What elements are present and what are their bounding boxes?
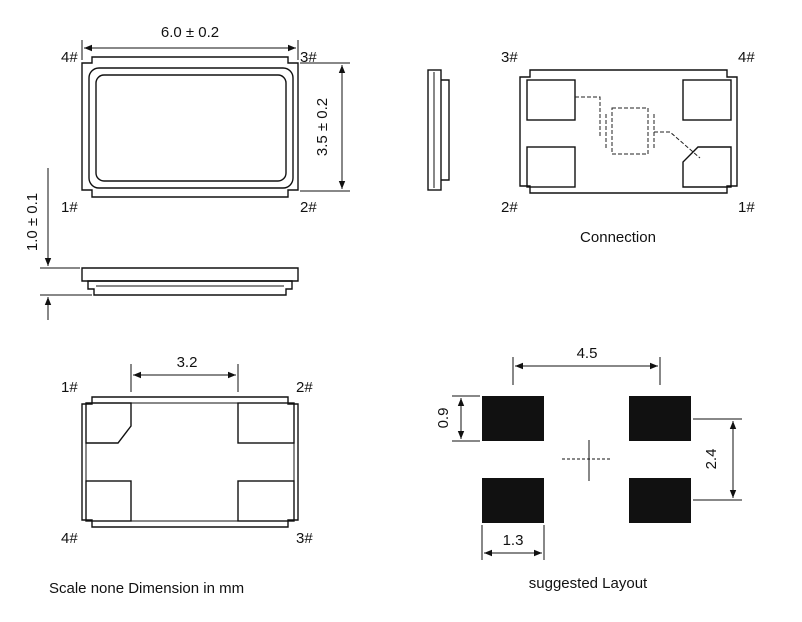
side-view-base [87, 280, 293, 296]
layout-pad-top-right [629, 396, 691, 441]
bottom-pad-3 [237, 480, 295, 522]
side-profile-base [441, 79, 450, 181]
conn-trace-left [575, 96, 601, 137]
pad-spacing-dim-label: 3.2 [177, 354, 198, 371]
pitch-y-dim-label: 2.4 [703, 449, 720, 470]
bottom-pin-4: 4# [61, 530, 78, 547]
connection-view: 3# 4# 2# 1# Connection [501, 49, 755, 246]
top-view-body-outline [81, 56, 299, 198]
suggested-layout: 4.5 0.9 2.4 1.3 suggested Layout [435, 345, 742, 592]
bottom-view: 3.2 1# 2# 4# 3# [61, 354, 313, 547]
layout-pad-bottom-right [629, 478, 691, 523]
height-dim-label: 3.5 ± 0.2 [314, 98, 331, 156]
conn-pin-1: 1# [738, 199, 755, 216]
side-view: 1.0 ± 0.1 [24, 168, 299, 320]
bottom-pin-2: 2# [296, 379, 313, 396]
conn-pin-4: 4# [738, 49, 755, 66]
connection-caption: Connection [580, 229, 656, 246]
conn-trace-right [654, 131, 701, 159]
side-view-lid [81, 267, 299, 282]
layout-caption: suggested Layout [529, 575, 648, 592]
conn-pad-top-left [526, 79, 576, 121]
conn-pad-top-right [682, 79, 732, 121]
conn-pad-bottom-left [526, 146, 576, 188]
top-pin-2: 2# [300, 199, 317, 216]
bottom-pad-4 [85, 480, 132, 522]
side-profile-lid [427, 69, 442, 191]
top-pin-3: 3# [300, 49, 317, 66]
top-pin-1: 1# [61, 199, 78, 216]
layout-pad-top-left [482, 396, 544, 441]
top-view-inner-rim [88, 67, 294, 189]
side-profile [427, 69, 450, 191]
bottom-pin-1: 1# [61, 379, 78, 396]
top-view: 6.0 ± 0.2 3.5 ± 0.2 4# 3# 1# 2# [61, 24, 350, 216]
conn-pad-bottom-right [682, 146, 732, 188]
top-pin-4: 4# [61, 49, 78, 66]
conn-pin-3: 3# [501, 49, 518, 66]
conn-pin-2: 2# [501, 199, 518, 216]
pitch-x-dim-label: 4.5 [577, 345, 598, 362]
bottom-view-body-outline [81, 396, 299, 528]
bottom-pin-3: 3# [296, 530, 313, 547]
bottom-pad-1 [85, 402, 132, 444]
top-view-lid [95, 74, 287, 182]
pad-width-dim-label: 1.3 [503, 532, 524, 549]
bottom-view-inner [85, 402, 295, 522]
bottom-pad-2 [237, 402, 295, 444]
thickness-dim-label: 1.0 ± 0.1 [24, 193, 41, 251]
connection-body-outline [519, 69, 738, 194]
crystal-symbol [611, 107, 649, 155]
layout-pad-bottom-left [482, 478, 544, 523]
scale-note: Scale none Dimension in mm [49, 580, 244, 597]
pad-height-dim-label: 0.9 [435, 408, 452, 429]
width-dim-label: 6.0 ± 0.2 [161, 24, 219, 41]
